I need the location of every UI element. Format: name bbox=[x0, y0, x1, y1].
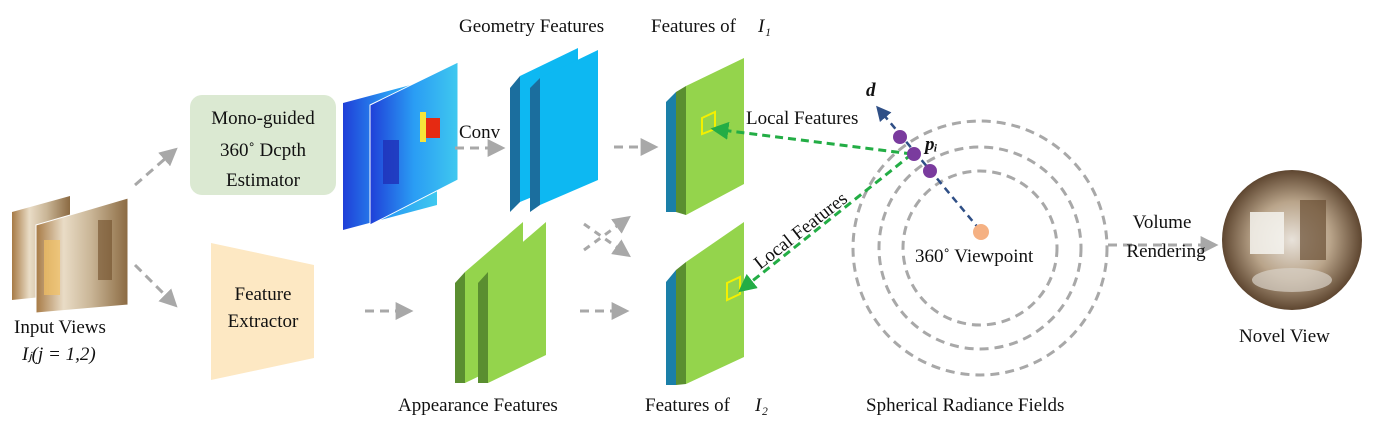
features-i2-subscript: I₂ bbox=[754, 395, 768, 416]
feature-extractor-trapezoid bbox=[211, 243, 314, 380]
spherical-radiance-fields-label: Spherical Radiance Fields bbox=[866, 395, 1064, 416]
features-i2-label: Features of bbox=[645, 395, 731, 416]
features-i1-block bbox=[666, 58, 744, 215]
input-views-formula: Iⱼ(j = 1,2) bbox=[21, 344, 96, 365]
features-i1-subscript: I₁ bbox=[757, 16, 771, 37]
local-features-top-label: Local Features bbox=[746, 108, 858, 129]
input-views-images bbox=[12, 196, 129, 314]
arrow-input-to-extractor bbox=[133, 263, 178, 308]
appearance-features-block bbox=[455, 222, 546, 383]
volume-label: Volume bbox=[1133, 212, 1192, 233]
local-features-arrow-i2 bbox=[738, 152, 913, 293]
local-features-arrow-i1 bbox=[710, 121, 913, 156]
depth-maps bbox=[343, 61, 459, 230]
features-i1-label: Features of bbox=[651, 16, 737, 37]
novel-view-label: Novel View bbox=[1239, 326, 1330, 347]
input-views-label: Input Views bbox=[14, 317, 106, 338]
local-features-bottom-label: Local Features bbox=[750, 188, 851, 274]
depth-estimator-box bbox=[190, 95, 336, 195]
sample-point-2 bbox=[907, 147, 921, 161]
rendering-label: Rendering bbox=[1126, 241, 1206, 262]
depth-estimator-label-2: 360˚ Dcpth bbox=[220, 140, 307, 161]
viewpoint-dot bbox=[973, 224, 989, 240]
arrow-cross-down bbox=[583, 222, 631, 258]
appearance-features-label: Appearance Features bbox=[398, 395, 558, 416]
features-i2-block bbox=[666, 222, 744, 385]
geometry-features-block bbox=[510, 48, 598, 212]
arrow-input-to-depth bbox=[134, 147, 178, 187]
feature-extractor-label-2: Extractor bbox=[228, 311, 299, 332]
point-pi-label: pᵢ bbox=[923, 134, 938, 155]
ray-d-label: d bbox=[866, 80, 876, 101]
depth-estimator-label-1: Mono-guided bbox=[211, 108, 315, 129]
sample-point-1 bbox=[893, 130, 907, 144]
viewpoint-label: 360˚ Viewpoint bbox=[915, 246, 1034, 267]
ray-direction bbox=[876, 105, 981, 231]
i2-local-patch bbox=[726, 275, 741, 302]
depth-estimator-label-3: Estimator bbox=[226, 170, 301, 191]
spherical-radiance-fields bbox=[851, 119, 1109, 377]
sample-point-3 bbox=[923, 164, 937, 178]
arrow-cross-up bbox=[583, 215, 631, 252]
feature-extractor-label-1: Feature bbox=[235, 284, 292, 305]
novel-view-sphere bbox=[1222, 170, 1362, 310]
geometry-features-label: Geometry Features bbox=[459, 16, 604, 37]
conv-label: Conv bbox=[459, 122, 501, 143]
